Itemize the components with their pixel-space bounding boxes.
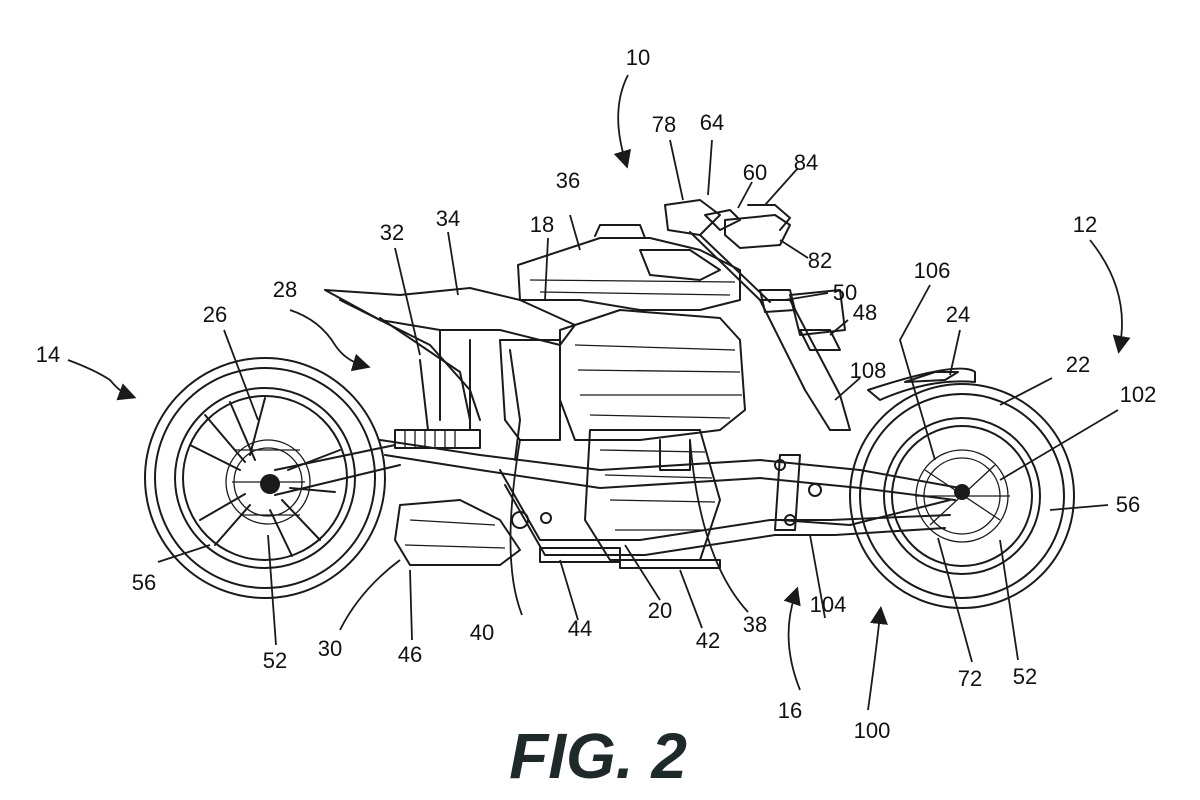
ref-16: 16 [778,698,802,723]
ref-40: 40 [470,620,494,645]
ref-56-rear: 56 [132,570,156,595]
ref-108: 108 [850,358,887,383]
ref-48: 48 [853,300,877,325]
ref-42: 42 [696,628,720,653]
ref-52-rear: 52 [263,648,287,673]
ref-26: 26 [203,302,227,327]
ref-14: 14 [36,342,60,367]
ref-82: 82 [808,248,832,273]
ref-20: 20 [648,598,672,623]
ref-44: 44 [568,616,592,641]
ref-12: 12 [1073,212,1097,237]
ref-28: 28 [273,277,297,302]
ref-72: 72 [958,666,982,691]
ref-32: 32 [380,220,404,245]
ref-104: 104 [810,592,847,617]
front-wheel [849,383,1075,609]
ref-64: 64 [700,110,724,135]
ref-18: 18 [530,212,554,237]
ref-10: 10 [626,45,650,70]
ref-24: 24 [946,302,970,327]
reference-labels: 10 12 14 16 18 20 22 24 26 28 30 32 34 3… [36,45,1157,743]
ref-60: 60 [743,160,767,185]
ref-22: 22 [1066,352,1090,377]
ref-38: 38 [743,612,767,637]
ref-84: 84 [794,150,818,175]
ref-100: 100 [854,718,891,743]
ref-34: 34 [436,206,460,231]
figure-title: FIG. 2 [509,720,687,792]
ref-106: 106 [914,258,951,283]
ref-36: 36 [556,168,580,193]
ref-46: 46 [398,642,422,667]
leader-lines [67,74,1131,711]
ref-30: 30 [318,636,342,661]
ref-102: 102 [1120,382,1157,407]
ref-52-front: 52 [1013,664,1037,689]
ref-56-front: 56 [1116,492,1140,517]
ref-78: 78 [652,112,676,137]
ref-50: 50 [833,280,857,305]
